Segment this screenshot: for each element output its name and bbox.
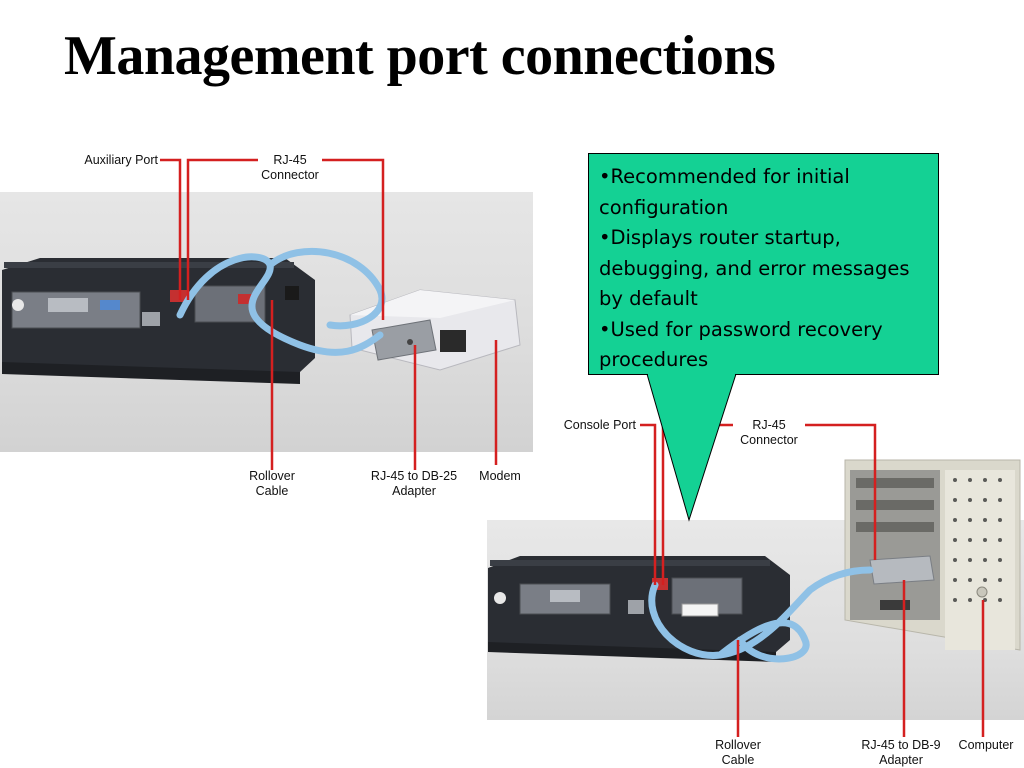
callout-bullet-list: •Recommended for initial configuration •… — [599, 162, 928, 376]
console-port-callout: •Recommended for initial configuration •… — [588, 153, 939, 375]
rj45-db9-adapter-line1: RJ-45 to DB-9 — [861, 738, 941, 752]
leader-lines-top — [160, 158, 498, 470]
rollover-cable-top — [176, 247, 386, 356]
rollover-cable-bottom — [648, 566, 874, 663]
callout-bullet: •Displays router startup, debugging, and… — [599, 226, 910, 310]
rj45-connector-line2-top: Connector — [261, 168, 319, 182]
rj45-connector-label-top: RJ-45 Connector — [250, 153, 330, 183]
rj45-connector-label-bottom: RJ-45 Connector — [728, 418, 810, 448]
slide-title: Management port connections — [64, 25, 776, 87]
modem — [349, 289, 521, 371]
rollover-cable-label-bottom: Rollover Cable — [702, 738, 774, 768]
rj45-db25-adapter-line1: RJ-45 to DB-25 — [370, 469, 458, 483]
router-bottom — [488, 556, 790, 662]
rollover-cable-label-top: Rollover Cable — [236, 469, 308, 499]
rj45-db25-adapter-label: RJ-45 to DB-25 Adapter — [362, 469, 466, 499]
rj45-connector-line1-top: RJ-45 — [273, 153, 307, 167]
rj45-connector-line1-bottom: RJ-45 — [752, 418, 786, 432]
rollover-cable-line2-top: Cable — [255, 484, 289, 498]
rj45-db25-adapter-line2: Adapter — [392, 484, 436, 498]
rj45-connector-line2-bottom: Connector — [740, 433, 798, 447]
computer-tower — [844, 459, 1021, 651]
modem-label: Modem — [479, 469, 521, 483]
callout-bullet: •Used for password recovery procedures — [599, 317, 883, 372]
rollover-cable-line2-bottom: Cable — [721, 753, 755, 767]
callout-bullet: •Recommended for initial configuration — [599, 165, 850, 219]
computer-label: Computer — [958, 738, 1014, 752]
rj45-db9-adapter-line2: Adapter — [879, 753, 923, 767]
console-port-label: Console Port — [563, 418, 636, 432]
rj45-db9-adapter-label: RJ-45 to DB-9 Adapter — [852, 738, 950, 768]
auxiliary-port-label: Auxiliary Port — [84, 153, 158, 167]
rollover-cable-line1-bottom: Rollover — [715, 738, 761, 752]
rollover-cable-line1-top: Rollover — [249, 469, 295, 483]
